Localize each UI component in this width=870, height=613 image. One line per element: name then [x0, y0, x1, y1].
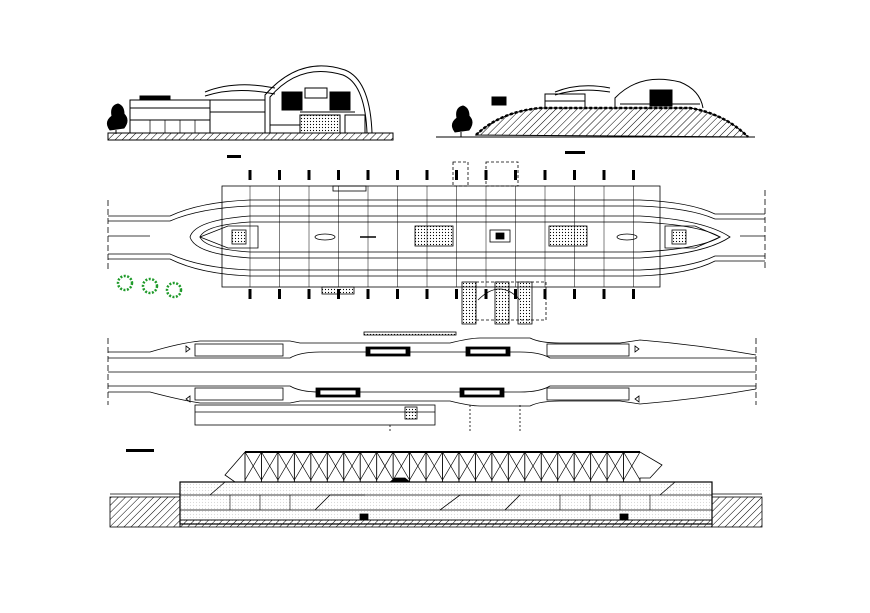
column-mark: [307, 289, 311, 299]
truss-bay: [359, 451, 377, 482]
elevation-right: [436, 78, 755, 138]
platform-outline: [189, 215, 731, 259]
column-mark: [337, 289, 340, 299]
canopy-wing: [204, 84, 276, 93]
plan-lower: [107, 331, 757, 432]
column-mark: [632, 170, 635, 180]
truss-bay: [540, 451, 559, 482]
truss-bay: [557, 451, 575, 482]
tree-icon: [451, 105, 473, 137]
column-mark: [248, 170, 252, 180]
roof-trusses: [244, 451, 641, 482]
ground-hatch: [109, 496, 181, 528]
section-long: [109, 451, 763, 528]
column-mark: [366, 289, 370, 299]
truss-bay: [310, 451, 328, 482]
ground-hatch: [711, 496, 763, 528]
dome-roof: [264, 65, 373, 134]
column-mark: [602, 170, 606, 180]
truss-bay: [491, 451, 509, 482]
column-mark: [455, 170, 458, 180]
scale-bar: [565, 151, 585, 154]
column-mark: [573, 289, 576, 299]
truss-bay: [409, 451, 427, 482]
column-mark: [484, 289, 488, 299]
truss-bay: [474, 451, 493, 482]
column-mark: [337, 170, 340, 180]
train-icon: [329, 91, 351, 111]
column-mark: [514, 170, 517, 180]
truss-bay: [573, 451, 591, 482]
escalator-block: [414, 225, 454, 247]
truss-bay: [326, 451, 345, 482]
column-mark: [632, 289, 635, 299]
truss-bay: [376, 451, 394, 482]
truss-bay: [343, 451, 361, 482]
truss-bay: [261, 451, 279, 482]
column-mark: [573, 170, 576, 180]
ground-hatch: [107, 132, 394, 141]
plan-column-marks: [248, 170, 635, 299]
truss-bay: [425, 451, 443, 482]
column-mark: [307, 170, 311, 180]
column-mark: [455, 289, 458, 299]
truss-bay: [244, 451, 262, 482]
column-mark: [425, 289, 429, 299]
column-mark: [602, 289, 606, 299]
truss-bay: [277, 451, 295, 482]
shrub-icon: [141, 277, 159, 295]
column-mark: [425, 170, 429, 180]
column-mark: [484, 170, 488, 180]
column-mark: [366, 170, 370, 180]
column-mark: [396, 170, 399, 180]
truss-bay: [392, 451, 410, 482]
truss-bay: [293, 451, 312, 482]
escalator-block: [548, 225, 588, 247]
truss-bay: [590, 451, 608, 482]
plan-footprint: [221, 185, 661, 288]
shrub-icon: [165, 281, 183, 299]
truss-bay: [606, 451, 624, 482]
column-mark: [248, 289, 252, 299]
column-mark: [543, 289, 547, 299]
truss-bay: [524, 451, 542, 482]
building-block: [129, 99, 211, 134]
plan-upper: [107, 161, 766, 325]
truss-bay: [507, 451, 526, 482]
train-icon: [281, 91, 303, 111]
tree-icon: [106, 103, 128, 134]
shrubs: [116, 274, 183, 299]
column-mark: [543, 170, 547, 180]
column-mark: [396, 289, 399, 299]
truss-bay: [623, 451, 641, 482]
elevation-left: [106, 65, 394, 141]
roof-canopy: [224, 451, 663, 483]
scale-bar: [126, 449, 154, 452]
column-mark: [514, 289, 517, 299]
shrub-icon: [116, 274, 134, 292]
train-icon: [649, 89, 673, 107]
truss-bay: [442, 451, 460, 482]
truss-bay: [458, 451, 476, 482]
column-mark: [278, 170, 281, 180]
vehicle-icon: [491, 96, 507, 106]
dome-roof: [614, 78, 704, 109]
column-mark: [278, 289, 281, 299]
scale-bar: [227, 155, 241, 158]
